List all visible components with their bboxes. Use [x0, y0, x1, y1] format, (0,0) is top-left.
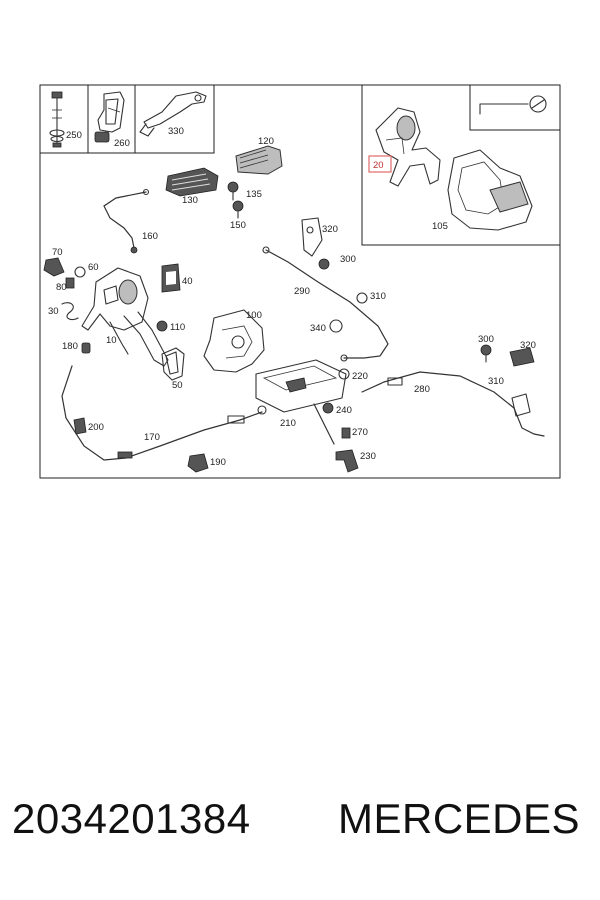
- callout-20: 20: [373, 160, 384, 171]
- callout-240: 240: [336, 405, 352, 416]
- part-280-cable[interactable]: [361, 371, 545, 437]
- part-135-screw[interactable]: [227, 181, 239, 201]
- part-330-lever[interactable]: [139, 91, 207, 137]
- callout-135: 135: [246, 189, 262, 200]
- part-40-bracket[interactable]: [161, 263, 181, 293]
- callout-230: 230: [360, 451, 376, 462]
- callout-270: 270: [352, 427, 368, 438]
- callout-120: 120: [258, 136, 274, 147]
- part-130-pedal-pad[interactable]: [165, 167, 219, 197]
- callout-20-highlight: [368, 155, 392, 173]
- callout-260: 260: [114, 138, 130, 149]
- part-300-nut-top[interactable]: [318, 258, 330, 270]
- part-100-cover[interactable]: [203, 309, 265, 373]
- part-200-clip[interactable]: [73, 417, 87, 435]
- part-210-housing[interactable]: [255, 359, 347, 415]
- part-70-cap[interactable]: [43, 257, 65, 277]
- inset-box-symbol: [469, 84, 561, 131]
- callout-30: 30: [48, 306, 59, 317]
- inset-box-105: [361, 84, 561, 246]
- callout-280: 280: [414, 384, 430, 395]
- callout-80: 80: [56, 282, 67, 293]
- part-190-clip[interactable]: [187, 453, 209, 473]
- part-340-nut[interactable]: [329, 319, 343, 333]
- callout-250: 250: [66, 130, 82, 141]
- part-180-clip[interactable]: [81, 342, 91, 354]
- callout-180: 180: [62, 341, 78, 352]
- part-290-cable[interactable]: [262, 246, 389, 362]
- part-50-pedal[interactable]: [161, 347, 185, 381]
- part-170-cable[interactable]: [61, 365, 263, 461]
- part-300-nut-right[interactable]: [480, 344, 492, 363]
- callout-330: 330: [168, 126, 184, 137]
- callout-70: 70: [52, 247, 63, 258]
- callout-130: 130: [182, 195, 198, 206]
- part-310-grommet-top[interactable]: [356, 292, 368, 304]
- callout-300b: 300: [478, 334, 494, 345]
- callout-110: 110: [170, 322, 185, 333]
- callout-40: 40: [182, 276, 193, 287]
- callout-190: 190: [210, 457, 226, 468]
- callout-100: 100: [246, 310, 262, 321]
- callout-50: 50: [172, 380, 183, 391]
- part-number: 2034201384: [12, 795, 251, 842]
- brand-name: MERCEDES: [338, 795, 581, 842]
- part-220-nut[interactable]: [338, 368, 350, 380]
- callout-220: 220: [352, 371, 368, 382]
- part-230-clip[interactable]: [335, 449, 359, 473]
- inset-box-250: [39, 84, 89, 154]
- callout-200: 200: [88, 422, 104, 433]
- callout-160: 160: [142, 231, 158, 242]
- part-150-screw[interactable]: [232, 200, 244, 219]
- inset-box-330: [134, 84, 215, 154]
- part-260-bracket[interactable]: [94, 91, 125, 143]
- footer: 2034201384 MERCEDES: [0, 795, 600, 865]
- callout-340: 340: [310, 323, 326, 334]
- part-80-pin[interactable]: [65, 277, 75, 289]
- part-310-grommet-right[interactable]: [511, 393, 531, 417]
- part-110-bolt[interactable]: [156, 320, 168, 332]
- part-20-pedal-bracket[interactable]: [375, 107, 441, 187]
- callout-320b: 320: [520, 340, 536, 351]
- part-105-cover[interactable]: [447, 149, 533, 231]
- callout-310b: 310: [488, 376, 504, 387]
- part-160-rod[interactable]: [103, 188, 150, 254]
- callout-320a: 320: [322, 224, 338, 235]
- part-250-bolt[interactable]: [49, 91, 65, 148]
- part-120-pedal-pad[interactable]: [235, 145, 283, 175]
- callout-105: 105: [432, 221, 448, 232]
- callout-300a: 300: [340, 254, 356, 265]
- pedal-symbol-icon: [479, 95, 547, 115]
- callout-290: 290: [294, 286, 310, 297]
- part-240-bolt[interactable]: [322, 402, 334, 414]
- callout-60: 60: [88, 262, 99, 273]
- callout-150: 150: [230, 220, 246, 231]
- part-320-bracket-top[interactable]: [301, 217, 323, 257]
- part-10-pedal-bracket[interactable]: [81, 267, 169, 367]
- callout-10: 10: [106, 335, 117, 346]
- callout-310a: 310: [370, 291, 386, 302]
- diagram-frame: [39, 84, 561, 479]
- callout-170: 170: [144, 432, 160, 443]
- part-30-spring[interactable]: [61, 302, 79, 321]
- part-270-bolt[interactable]: [341, 427, 351, 439]
- part-320-bracket-right[interactable]: [509, 347, 535, 367]
- callout-210: 210: [280, 418, 296, 429]
- part-60-washer[interactable]: [74, 266, 86, 278]
